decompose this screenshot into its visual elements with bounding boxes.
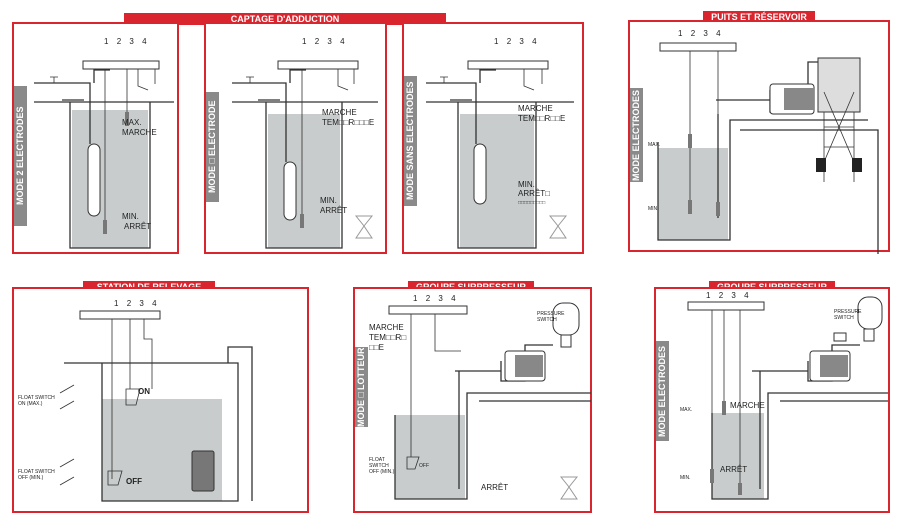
terminal-numbers: 1 2 3 4 [104, 37, 150, 46]
float-off-label: FLOAT SWITCH OFF (MIN.) [18, 469, 55, 481]
marche-label: MARCHE [122, 128, 157, 137]
terminal-numbers: 1 2 3 4 [302, 37, 348, 46]
panel2-diagram [232, 60, 378, 249]
on-label: ON [138, 387, 150, 396]
panel7-diagram [687, 296, 888, 500]
off-label: OFF [126, 477, 142, 486]
pressure-switch-label: PRESSURE SWITCH [537, 311, 565, 323]
marche-label: MARCHE [730, 401, 765, 410]
min-label: MIN. [320, 196, 337, 205]
marche-label: MARCHE [322, 108, 357, 117]
arret-label: ARRÊT [720, 465, 748, 474]
off-label: OFF [419, 463, 429, 469]
panel5-diagram [59, 310, 253, 502]
terminal-numbers: 1 2 3 4 [413, 294, 459, 303]
terminal-numbers: 1 2 3 4 [678, 29, 724, 38]
panel4-diagram [657, 42, 879, 254]
arret-label: ARRÊT□ [518, 189, 550, 198]
arret-label: ARRÊT [124, 222, 152, 231]
min-label: MIN. [648, 206, 659, 212]
marche-label: MARCHE [518, 104, 553, 113]
min-label: MIN. [680, 475, 691, 481]
tempo-label: TEM□□R□ [369, 333, 407, 342]
min-label: MIN. [122, 212, 139, 221]
max-label: MAX. [680, 407, 693, 413]
panel-groupe-surpresseur-flotteur: MODE□LOTTEUR 1 2 3 4 MARCHE TEM□□R□ □□E … [353, 287, 592, 513]
panel6-diagram [388, 302, 591, 500]
terminal-numbers: 1 2 3 4 [114, 299, 160, 308]
min-label: MIN. [518, 180, 535, 189]
panel1-diagram [34, 60, 174, 249]
arret-label: ARRÊT [320, 206, 348, 215]
panel3-diagram [426, 60, 574, 249]
max-label: MAX. [122, 118, 142, 127]
panel-puits-reservoir: MODE ELECTRODES 1 2 3 4 MAX. MIN. [628, 20, 890, 254]
tempo-label: TEM□□R□□□E [322, 118, 375, 127]
panel-mode-sans-electrodes: MODE SANS ELECTRODES 1 2 3 4 MARCHE TEM□… [402, 22, 584, 254]
arret-label: ARRÊT [481, 483, 509, 492]
marche-label: MARCHE [369, 323, 404, 332]
panel-groupe-surpresseur-electrodes: MODE ELECTRODES 1 2 3 4 PRESSURE SWITCH … [654, 287, 890, 513]
panel-mode-2-electrodes: MODE 2 ELECTRODES 1 2 3 4 MAX. MARCHE MI… [12, 22, 179, 254]
terminal-numbers: 1 2 3 4 [706, 291, 752, 300]
boxes-label: □□□□□□□□□ [518, 200, 546, 206]
float-off-label: FLOAT SWITCH OFF (MIN.) [369, 457, 395, 475]
tempo-label: TEM□□R□□E [518, 114, 566, 123]
pressure-switch-label: PRESSURE SWITCH [834, 309, 862, 321]
float-on-label: FLOAT SWITCH ON (MAX.) [18, 395, 55, 407]
panel-mode-electrode: MODE□ELECTRODE 1 2 3 4 MARCHE TEM□□R□□□E… [204, 22, 387, 254]
panel-station-relevage: 1 2 3 4 ON OFF FLOAT SWITCH ON (MAX.) FL… [12, 287, 309, 513]
terminal-numbers: 1 2 3 4 [494, 37, 540, 46]
tempo-end-label: □□E [369, 343, 384, 352]
max-label: MAX. [648, 142, 661, 148]
